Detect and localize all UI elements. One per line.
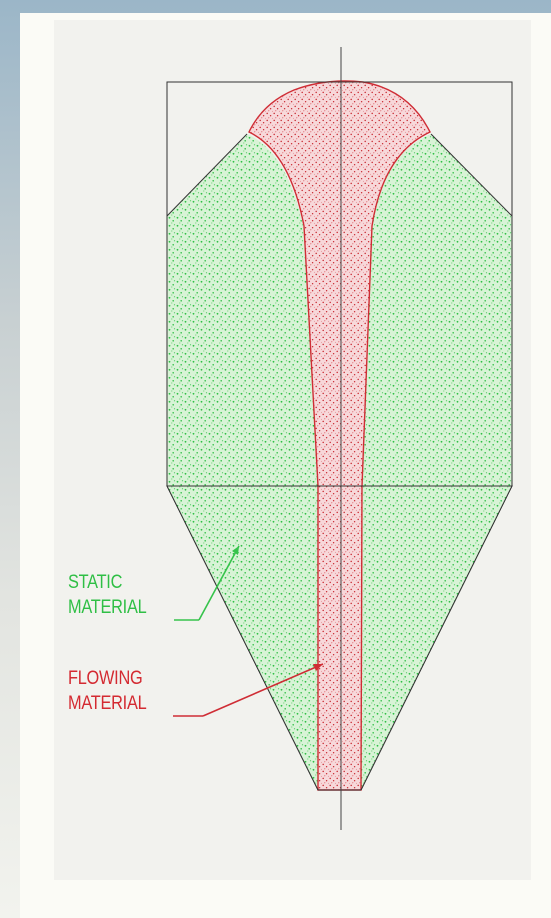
static-material-label: STATIC MATERIAL [68, 570, 146, 620]
static-label-line-2: MATERIAL [68, 595, 146, 620]
flowing-label-line-2: MATERIAL [68, 691, 146, 716]
flowing-material-label: FLOWING MATERIAL [68, 666, 146, 716]
flowing-label-line-1: FLOWING [68, 666, 146, 691]
static-label-line-1: STATIC [68, 570, 146, 595]
